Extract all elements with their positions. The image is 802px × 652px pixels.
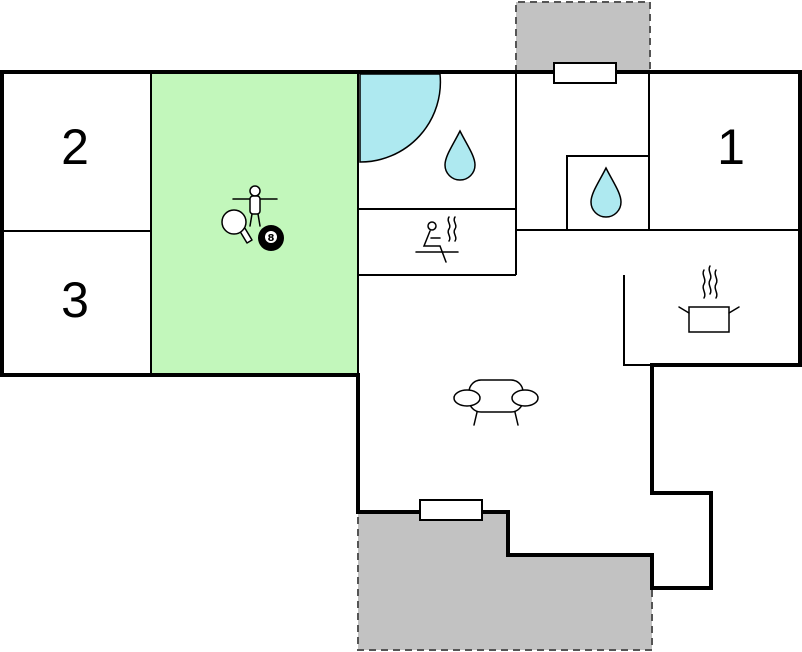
water-drop-icon xyxy=(444,129,476,181)
terrace-door-north xyxy=(553,62,617,84)
room-label-2: 2 xyxy=(61,119,89,175)
room-label-3: 3 xyxy=(61,272,89,328)
billiard-ball-icon: 8 xyxy=(258,225,284,251)
shower-corner-icon xyxy=(359,73,442,163)
table-tennis-paddle-icon xyxy=(221,209,253,244)
terrace-door-south xyxy=(419,499,483,521)
sauna-icon xyxy=(415,216,459,263)
cooking-pot-icon xyxy=(678,265,740,333)
game-room xyxy=(151,72,358,375)
sofa-icon xyxy=(453,379,539,426)
interior-walls xyxy=(2,72,800,375)
foosball-player-icon xyxy=(232,185,278,227)
water-drop-icon xyxy=(590,166,622,218)
room-label-1: 1 xyxy=(717,119,745,175)
exterior-wall xyxy=(0,70,802,590)
terrace-north xyxy=(515,1,651,73)
billiard-ball-number: 8 xyxy=(268,233,275,244)
